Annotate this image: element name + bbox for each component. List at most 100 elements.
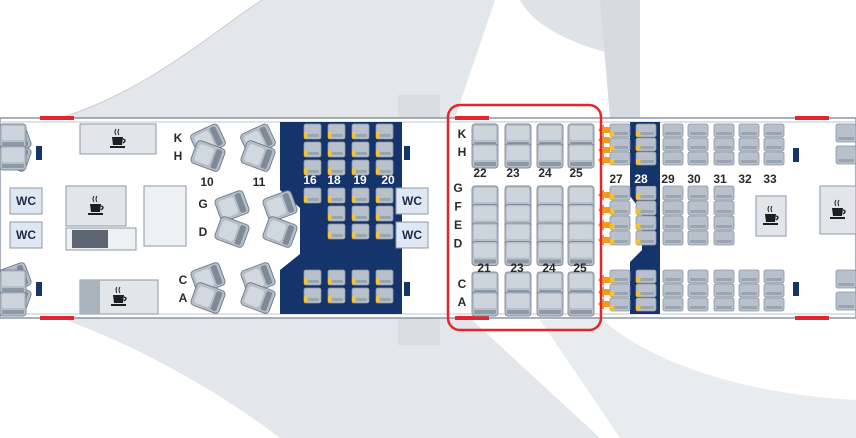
seat[interactable] [738, 151, 760, 166]
seat[interactable] [738, 297, 760, 312]
seat[interactable] [713, 123, 735, 138]
seat[interactable] [567, 271, 595, 297]
seat[interactable] [471, 291, 499, 317]
seat[interactable] [687, 283, 709, 298]
seat[interactable] [375, 123, 394, 140]
seat[interactable] [471, 204, 499, 229]
seat[interactable] [567, 143, 595, 169]
seat[interactable] [351, 205, 370, 222]
seat[interactable] [687, 200, 709, 216]
seat[interactable] [375, 159, 394, 176]
seat[interactable] [471, 123, 499, 149]
seat[interactable] [738, 269, 760, 284]
seat[interactable] [327, 205, 346, 222]
seat[interactable] [713, 283, 735, 298]
seat[interactable] [835, 145, 856, 165]
seat[interactable] [635, 200, 657, 216]
seat[interactable] [536, 241, 564, 266]
seat[interactable] [835, 123, 856, 143]
seat[interactable] [303, 269, 322, 286]
seat[interactable] [662, 200, 684, 216]
seat[interactable] [635, 151, 657, 166]
seat[interactable] [536, 185, 564, 211]
seat[interactable] [835, 269, 856, 289]
seat[interactable] [327, 123, 346, 140]
seat[interactable] [0, 145, 27, 171]
seat[interactable] [609, 215, 631, 231]
seat[interactable] [662, 185, 684, 201]
seat[interactable] [713, 297, 735, 312]
seat[interactable] [567, 241, 595, 266]
seat[interactable] [609, 151, 631, 166]
seat[interactable] [327, 159, 346, 176]
seat[interactable] [635, 137, 657, 152]
seat[interactable] [609, 269, 631, 284]
seat[interactable] [303, 159, 322, 176]
seat[interactable] [536, 143, 564, 169]
seat[interactable] [375, 223, 394, 240]
seat[interactable] [662, 123, 684, 138]
seat[interactable] [471, 271, 499, 297]
seat[interactable] [835, 291, 856, 311]
seat[interactable] [567, 291, 595, 317]
seat[interactable] [504, 143, 532, 169]
business-seat[interactable] [240, 282, 276, 315]
seat[interactable] [662, 230, 684, 246]
seat[interactable] [351, 269, 370, 286]
seat[interactable] [687, 269, 709, 284]
seat[interactable] [504, 204, 532, 229]
seat[interactable] [713, 185, 735, 201]
seat[interactable] [0, 269, 27, 295]
seat[interactable] [713, 269, 735, 284]
seat[interactable] [763, 269, 785, 284]
seat[interactable] [471, 241, 499, 266]
seat[interactable] [609, 185, 631, 201]
seat[interactable] [713, 215, 735, 231]
seat[interactable] [687, 297, 709, 312]
seat[interactable] [635, 215, 657, 231]
seat[interactable] [635, 230, 657, 246]
seat[interactable] [536, 291, 564, 317]
business-seat[interactable] [262, 190, 298, 223]
seat[interactable] [738, 137, 760, 152]
seat[interactable] [351, 141, 370, 158]
business-seat[interactable] [262, 216, 298, 249]
seat[interactable] [635, 185, 657, 201]
seat[interactable] [375, 287, 394, 304]
seat[interactable] [0, 291, 27, 317]
seat[interactable] [662, 215, 684, 231]
seat[interactable] [609, 137, 631, 152]
business-seat[interactable] [240, 140, 276, 173]
seat[interactable] [687, 137, 709, 152]
seat[interactable] [609, 200, 631, 216]
seat[interactable] [713, 151, 735, 166]
seat[interactable] [351, 123, 370, 140]
seat[interactable] [375, 141, 394, 158]
seat[interactable] [351, 287, 370, 304]
seat[interactable] [303, 287, 322, 304]
seat[interactable] [763, 137, 785, 152]
seat[interactable] [567, 123, 595, 149]
seat[interactable] [763, 123, 785, 138]
seat[interactable] [375, 269, 394, 286]
seat[interactable] [351, 223, 370, 240]
seat[interactable] [609, 230, 631, 246]
seat[interactable] [713, 200, 735, 216]
seat[interactable] [375, 187, 394, 204]
seat[interactable] [303, 123, 322, 140]
seat[interactable] [635, 269, 657, 284]
seat[interactable] [738, 283, 760, 298]
seat[interactable] [303, 187, 322, 204]
seat[interactable] [662, 269, 684, 284]
seat[interactable] [687, 230, 709, 246]
seat[interactable] [327, 269, 346, 286]
seat[interactable] [738, 123, 760, 138]
business-seat[interactable] [214, 216, 250, 249]
seat[interactable] [504, 241, 532, 266]
seat[interactable] [635, 123, 657, 138]
seat[interactable] [763, 283, 785, 298]
seat[interactable] [763, 151, 785, 166]
seat[interactable] [327, 187, 346, 204]
seat[interactable] [635, 297, 657, 312]
business-seat[interactable] [190, 140, 226, 173]
